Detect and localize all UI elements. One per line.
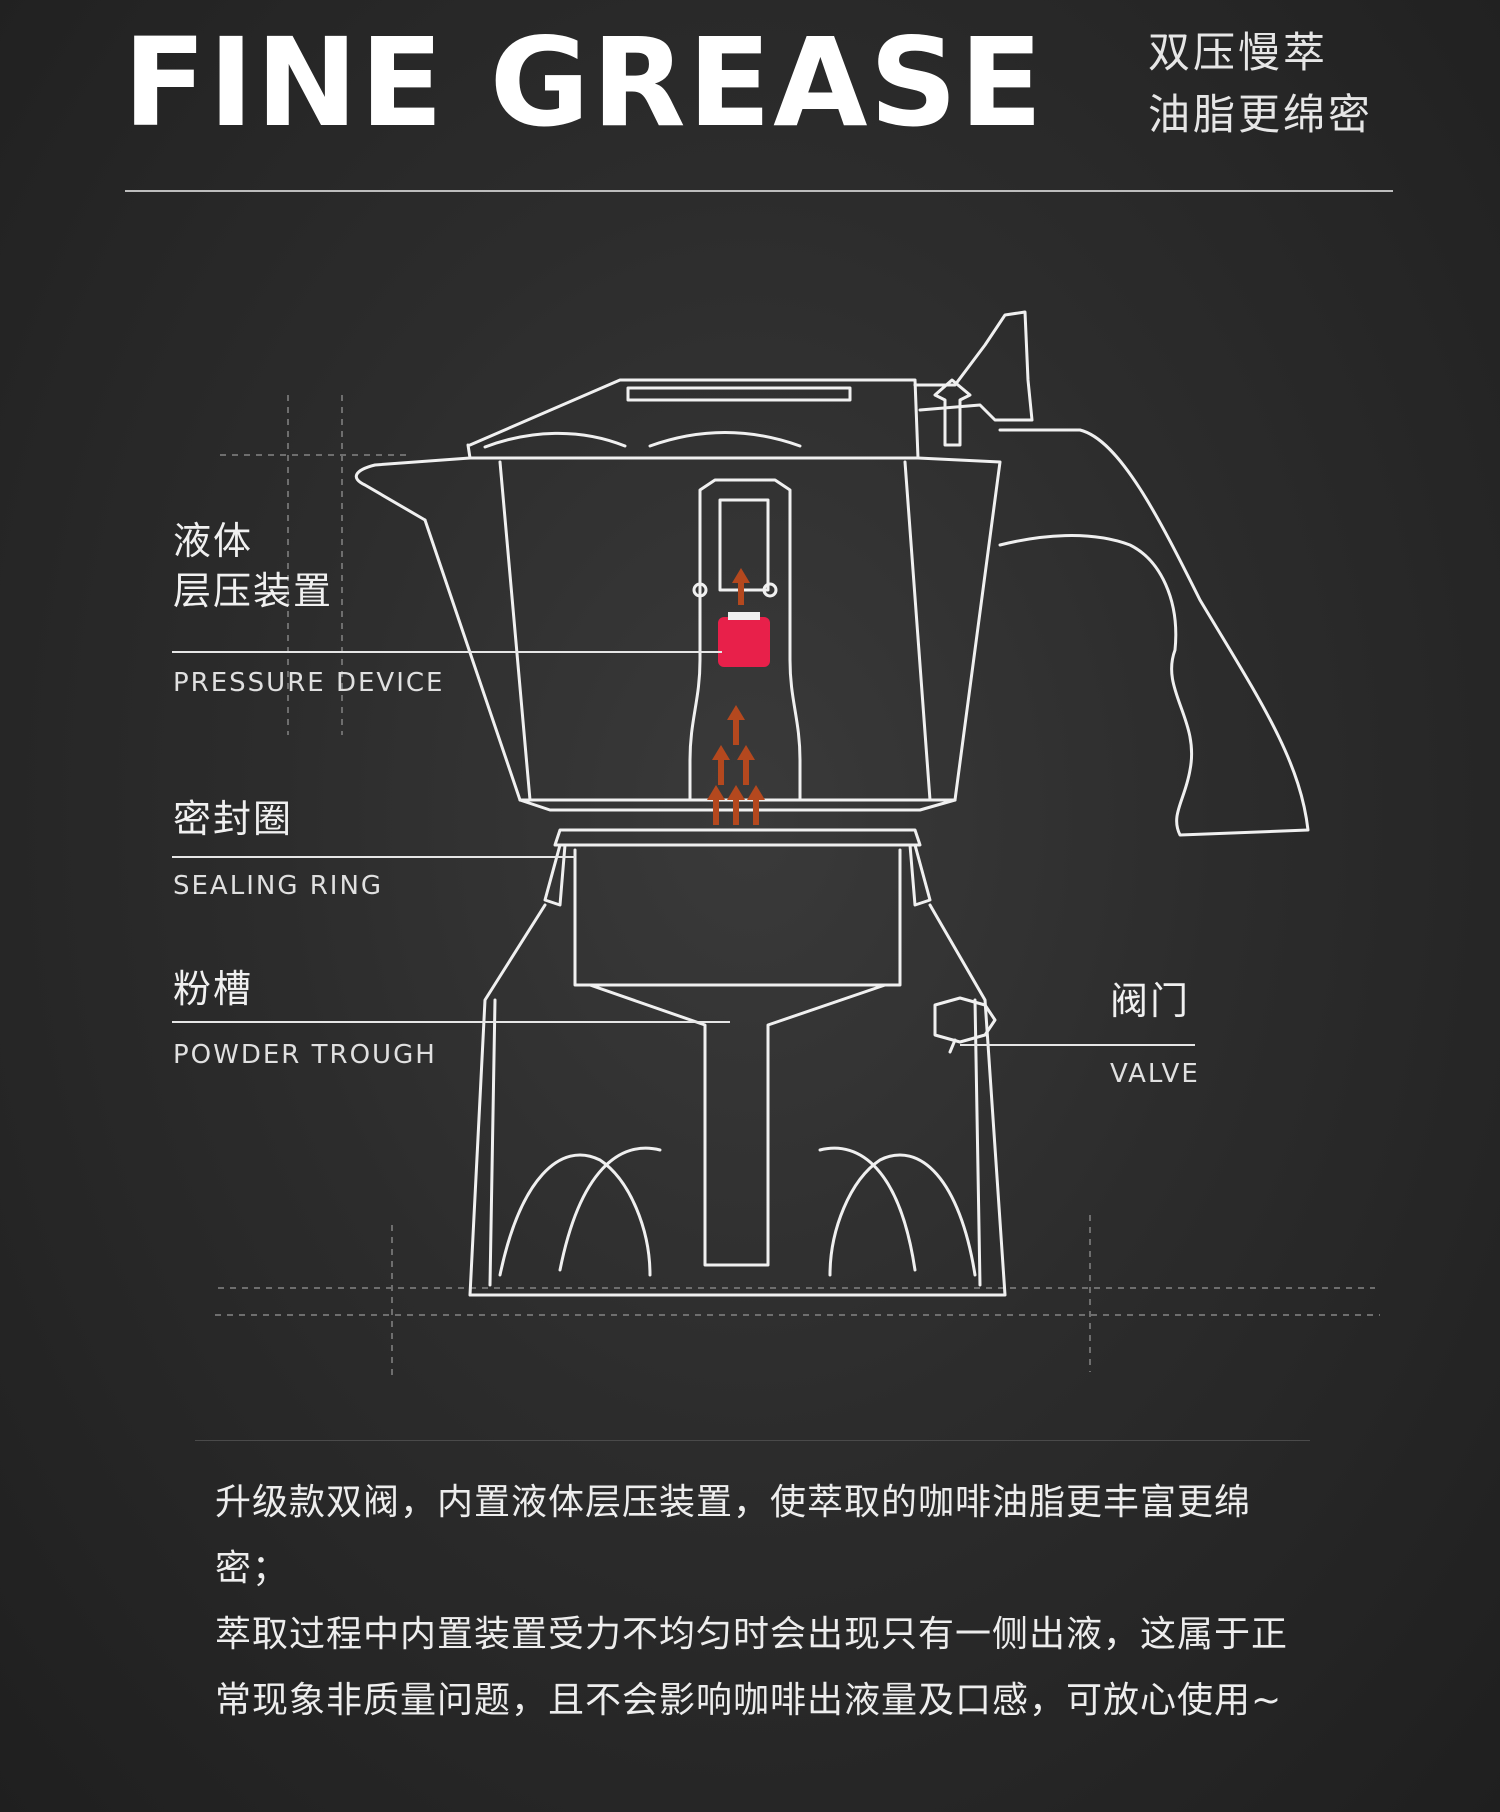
powder-trough-label-en: POWDER TROUGH: [173, 1039, 437, 1071]
description-divider: [195, 1440, 1310, 1441]
powder-trough-label-cn: 粉槽: [173, 963, 253, 1015]
pressure-device-label-cn-1: 液体: [173, 515, 253, 567]
pressure-device-label-en: PRESSURE DEVICE: [173, 667, 444, 699]
flow-arrows: [707, 568, 765, 825]
product-description: 升级款双阀，内置液体层压装置，使萃取的咖啡油脂更丰富更绵密； 萃取过程中内置装置…: [215, 1470, 1315, 1734]
sealing-ring-label-en: SEALING RING: [173, 870, 383, 902]
sealing-ring-label-cn: 密封圈: [173, 793, 293, 845]
moka-pot-outline: [356, 312, 1308, 1295]
valve-label-en: VALVE: [1110, 1058, 1200, 1090]
description-paragraph-1: 升级款双阀，内置液体层压装置，使萃取的咖啡油脂更丰富更绵密；: [215, 1470, 1315, 1602]
pressure-device: [718, 612, 770, 667]
description-paragraph-2: 萃取过程中内置装置受力不均匀时会出现只有一侧出液，这属于正常现象非质量问题，且不…: [215, 1602, 1315, 1734]
pressure-device-label-cn-2: 层压装置: [173, 565, 333, 617]
moka-pot-diagram: [0, 0, 1500, 1420]
dimension-lines: [215, 395, 1380, 1380]
valve-label-cn: 阀门: [1110, 975, 1190, 1027]
